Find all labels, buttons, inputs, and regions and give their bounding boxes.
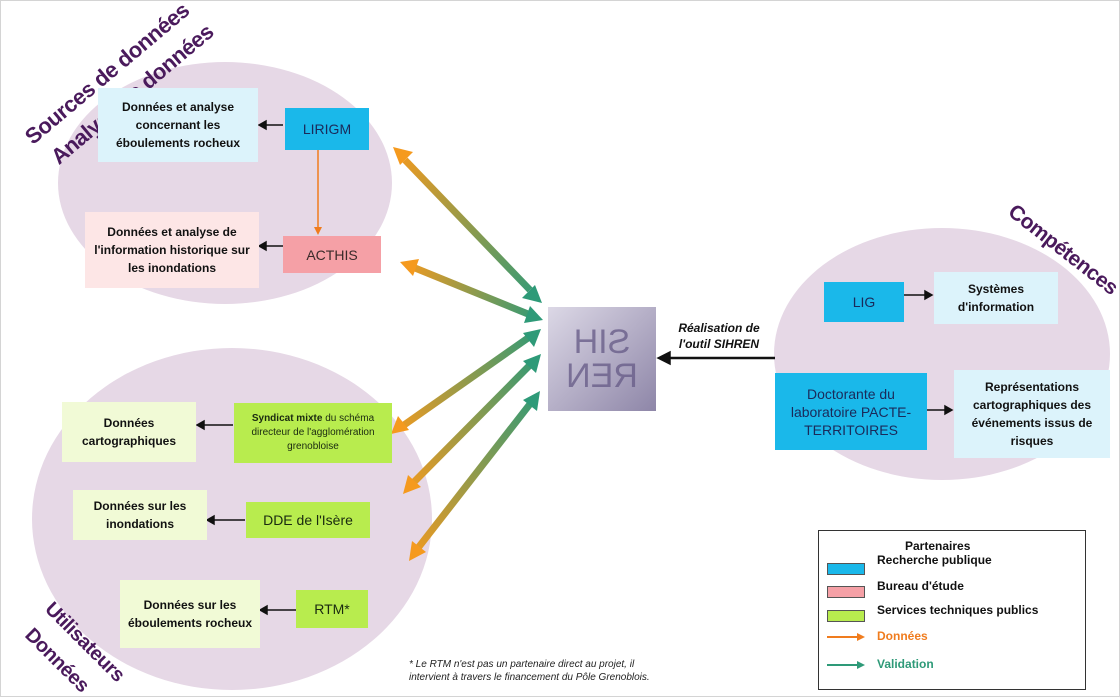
arrow-dde-sihren (403, 354, 541, 494)
box-doctorante: Doctorante du laboratoire PACTE-TERRITOI… (775, 373, 927, 450)
box-donnees-inondations: Données sur les inondations (73, 490, 207, 540)
realisation-label: Réalisation de l'outil SIHREN (678, 321, 760, 351)
box-dde: DDE de l'Isère (246, 502, 370, 538)
arrow-lirigm-acthis (314, 150, 322, 235)
legend-label-recherche: Recherche publique (877, 553, 992, 567)
box-acthis: ACTHIS (283, 236, 381, 273)
legend-label-services: Services techniques publics (877, 603, 1039, 617)
sihren-logo-text: SIH REN (566, 323, 638, 395)
footnote-line1: * Le RTM n'est pas un partenaire direct … (409, 659, 635, 670)
box-lirigm: LIRIGM (285, 108, 369, 150)
footnote: * Le RTM n'est pas un partenaire direct … (409, 658, 650, 684)
sihren-logo: SIH REN (548, 307, 656, 411)
legend-swatch-bureau (827, 586, 865, 598)
box-representations: Représentations cartographiques des évén… (954, 370, 1110, 458)
legend-arrows (827, 633, 865, 669)
arrow-lirigm-sihren (393, 147, 542, 303)
footnote-line2: intervient à travers le financement du P… (409, 672, 650, 683)
box-donnees-eboulements: Données sur les éboulements rocheux (120, 580, 260, 648)
box-lig: LIG (824, 282, 904, 322)
legend-swatch-services (827, 610, 865, 622)
box-syndicat-mixte: Syndicat mixte du schéma directeur de l'… (234, 403, 392, 463)
small-arrows (195, 119, 954, 616)
legend-label-bureau: Bureau d'étude (877, 579, 964, 593)
legend-title: Partenaires (905, 539, 971, 553)
syndicat-bold: Syndicat mixte (251, 413, 323, 424)
legend-swatch-recherche (827, 563, 865, 575)
legend: Partenaires Recherche publique Bureau d'… (818, 530, 1086, 690)
box-systemes-information: Systèmes d'information (934, 272, 1058, 324)
arrow-rtm-sihren (409, 391, 540, 561)
box-eboulements-analyse: Données et analyse concernant les éboule… (98, 88, 258, 162)
arrow-acthis-sihren (400, 259, 543, 323)
box-inondations-historique: Données et analyse de l'information hist… (85, 212, 259, 288)
legend-label-validation: Validation (877, 657, 934, 671)
syndicat-rest: du schéma directeur de l'agglomération g… (251, 413, 375, 452)
legend-label-donnees: Données (877, 629, 928, 643)
box-donnees-cartographiques: Données cartographiques (62, 402, 196, 462)
arrow-syndicat-sihren (391, 329, 541, 434)
box-rtm: RTM* (296, 590, 368, 628)
